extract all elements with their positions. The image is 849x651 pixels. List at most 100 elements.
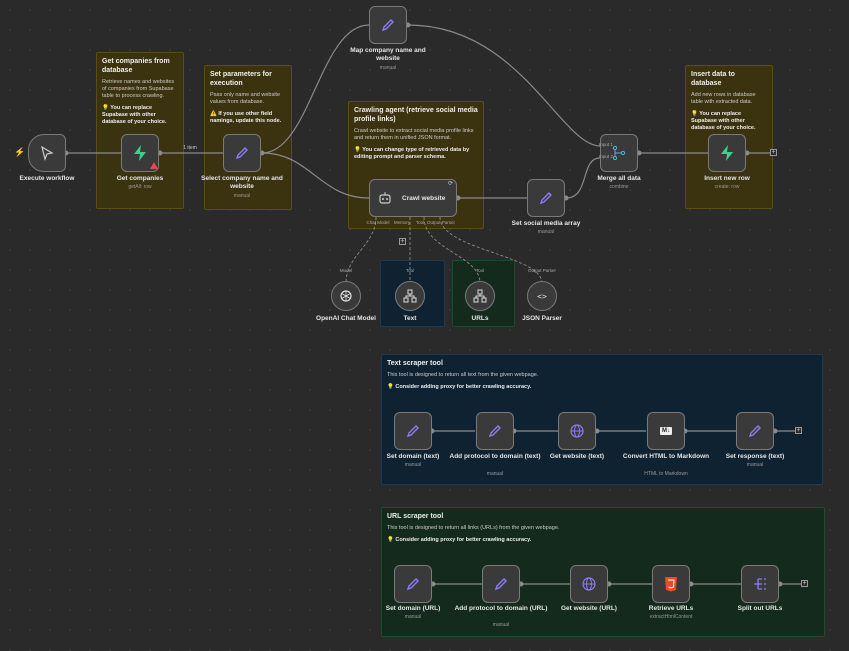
sticky-title: Text scraper tool	[387, 360, 443, 367]
sticky-tip: 💡 Consider adding proxy for better crawl…	[387, 384, 532, 390]
merge-sub: combine	[609, 184, 629, 190]
sticky-tip: 💡 You can replace Supabase with other da…	[691, 111, 756, 131]
add-node-button-url[interactable]: +	[801, 580, 808, 587]
u-split-node[interactable]	[741, 565, 779, 603]
sticky-body: Pass only name and website values from d…	[210, 92, 281, 105]
port-output-parser: Output Parser	[426, 220, 455, 225]
t-convert-node[interactable]: M↓	[647, 412, 685, 450]
map-company-sub: manual	[379, 65, 397, 71]
crawl-website-node[interactable]: Crawl website	[369, 179, 457, 217]
openai-tag: Model	[339, 268, 353, 273]
split-icon	[754, 578, 766, 590]
sticky-tip: 💡 You can replace Supabase with other da…	[102, 105, 167, 125]
map-company-label: Map company name and website	[350, 47, 426, 62]
t-add-protocol-node[interactable]	[476, 412, 514, 450]
sticky-title: URL scraper tool	[387, 513, 444, 520]
add-memory-button[interactable]: +	[399, 238, 406, 245]
urls-tool-node[interactable]	[465, 281, 495, 311]
json-parser-node[interactable]: <>	[527, 281, 557, 311]
sticky-get-companies[interactable]: Get companies from database Retrieve nam…	[96, 52, 184, 209]
globe-icon	[582, 577, 596, 591]
port-chat-model: Chat Model	[366, 220, 390, 225]
t-convert-label: Convert HTML to Markdown	[622, 453, 710, 460]
t-set-domain-label: Set domain (text)	[386, 453, 440, 460]
sticky-body: This tool is designed to return all link…	[387, 525, 560, 531]
u-add-protocol-sub: manual	[492, 622, 510, 628]
warning-icon	[150, 162, 158, 169]
merge-input-1: Input 1	[599, 142, 613, 147]
t-add-protocol-label: Add protocol to domain (text)	[449, 453, 541, 460]
t-set-response-label: Set response (text)	[725, 453, 785, 460]
port-memory: Memory	[393, 220, 411, 225]
select-company-sub: manual	[233, 193, 251, 199]
execute-workflow-node[interactable]	[28, 134, 66, 172]
t-set-response-sub: manual	[746, 462, 764, 468]
text-tool-node[interactable]	[395, 281, 425, 311]
trigger-bolt-icon: ⚡	[14, 147, 26, 157]
openai-node[interactable]	[331, 281, 361, 311]
refresh-icon: ⟳	[448, 181, 454, 187]
sticky-body: This tool is designed to return all text…	[387, 372, 539, 378]
sticky-tip: 💡 Consider adding proxy for better crawl…	[387, 537, 532, 543]
sticky-title: Set parameters for execution	[210, 71, 272, 87]
urls-tool-tag: Tool	[475, 268, 485, 273]
pencil-icon	[235, 147, 248, 160]
sticky-tip: 💡 You can change type of retrieved data …	[354, 147, 470, 160]
tool-box-text	[380, 260, 445, 327]
t-set-domain-node[interactable]	[394, 412, 432, 450]
json-parser-tag: Output Parser	[527, 268, 556, 273]
pencil-icon	[748, 425, 761, 438]
supabase-icon	[134, 145, 146, 161]
insert-row-node[interactable]	[708, 134, 746, 172]
t-add-protocol-sub: manual	[486, 471, 504, 477]
code-icon: <>	[537, 291, 547, 301]
html5-icon	[665, 577, 677, 592]
pencil-icon	[488, 425, 501, 438]
t-get-website-label: Get website (text)	[549, 453, 605, 460]
add-node-button[interactable]: +	[770, 149, 777, 156]
pencil-icon	[406, 425, 419, 438]
workflow-icon	[403, 289, 417, 303]
workflow-icon	[473, 289, 487, 303]
u-get-website-node[interactable]	[570, 565, 608, 603]
t-get-website-node[interactable]	[558, 412, 596, 450]
t-convert-sub: HTML to Markdown	[644, 471, 688, 477]
select-company-node[interactable]	[223, 134, 261, 172]
openai-icon	[340, 290, 352, 302]
map-company-node[interactable]	[369, 6, 407, 44]
markdown-icon: M↓	[660, 427, 672, 435]
urls-tool-label: URLs	[471, 315, 489, 322]
u-set-domain-sub: manual	[404, 614, 422, 620]
u-retrieve-node[interactable]	[652, 565, 690, 603]
t-set-response-node[interactable]	[736, 412, 774, 450]
pencil-icon	[406, 578, 419, 591]
crawl-website-label: Crawl website	[402, 194, 446, 202]
set-social-label: Set social media array	[511, 220, 581, 227]
merge-input-2: Input 2	[599, 154, 613, 159]
select-company-label: Select company name and website	[201, 175, 283, 190]
get-companies-sub: getAll: row	[128, 184, 152, 190]
u-add-protocol-label: Add protocol to domain (URL)	[454, 605, 548, 612]
sticky-tip: ⚠️ If you use other field namings, updat…	[210, 111, 282, 124]
u-split-label: Split out URLs	[737, 605, 783, 612]
u-retrieve-sub: extractHtmlContent	[649, 614, 693, 620]
sticky-title: Get companies from database	[102, 58, 170, 74]
u-add-protocol-node[interactable]	[482, 565, 520, 603]
sticky-title: Crawling agent (retrieve social media pr…	[354, 107, 478, 123]
set-social-node[interactable]	[527, 179, 565, 217]
openai-label: OpenAI Chat Model	[316, 315, 376, 322]
add-node-button-text[interactable]: +	[795, 427, 802, 434]
merge-label: Merge all data	[597, 175, 641, 182]
u-set-domain-node[interactable]	[394, 565, 432, 603]
pencil-icon	[381, 19, 394, 32]
merge-node[interactable]	[600, 134, 638, 172]
sticky-body: Crawl website to extract social media pr…	[354, 128, 474, 141]
insert-row-sub: create: row	[714, 184, 740, 190]
pencil-icon	[539, 192, 552, 205]
text-tool-label: Text	[403, 315, 417, 322]
sticky-body: Add new rows in database table with extr…	[691, 92, 756, 105]
execute-workflow-label: Execute workflow	[19, 175, 75, 182]
sticky-crawling-agent[interactable]: Crawling agent (retrieve social media pr…	[348, 101, 484, 229]
get-companies-label: Get companies	[116, 175, 164, 182]
port-tool: Tool	[415, 220, 425, 225]
